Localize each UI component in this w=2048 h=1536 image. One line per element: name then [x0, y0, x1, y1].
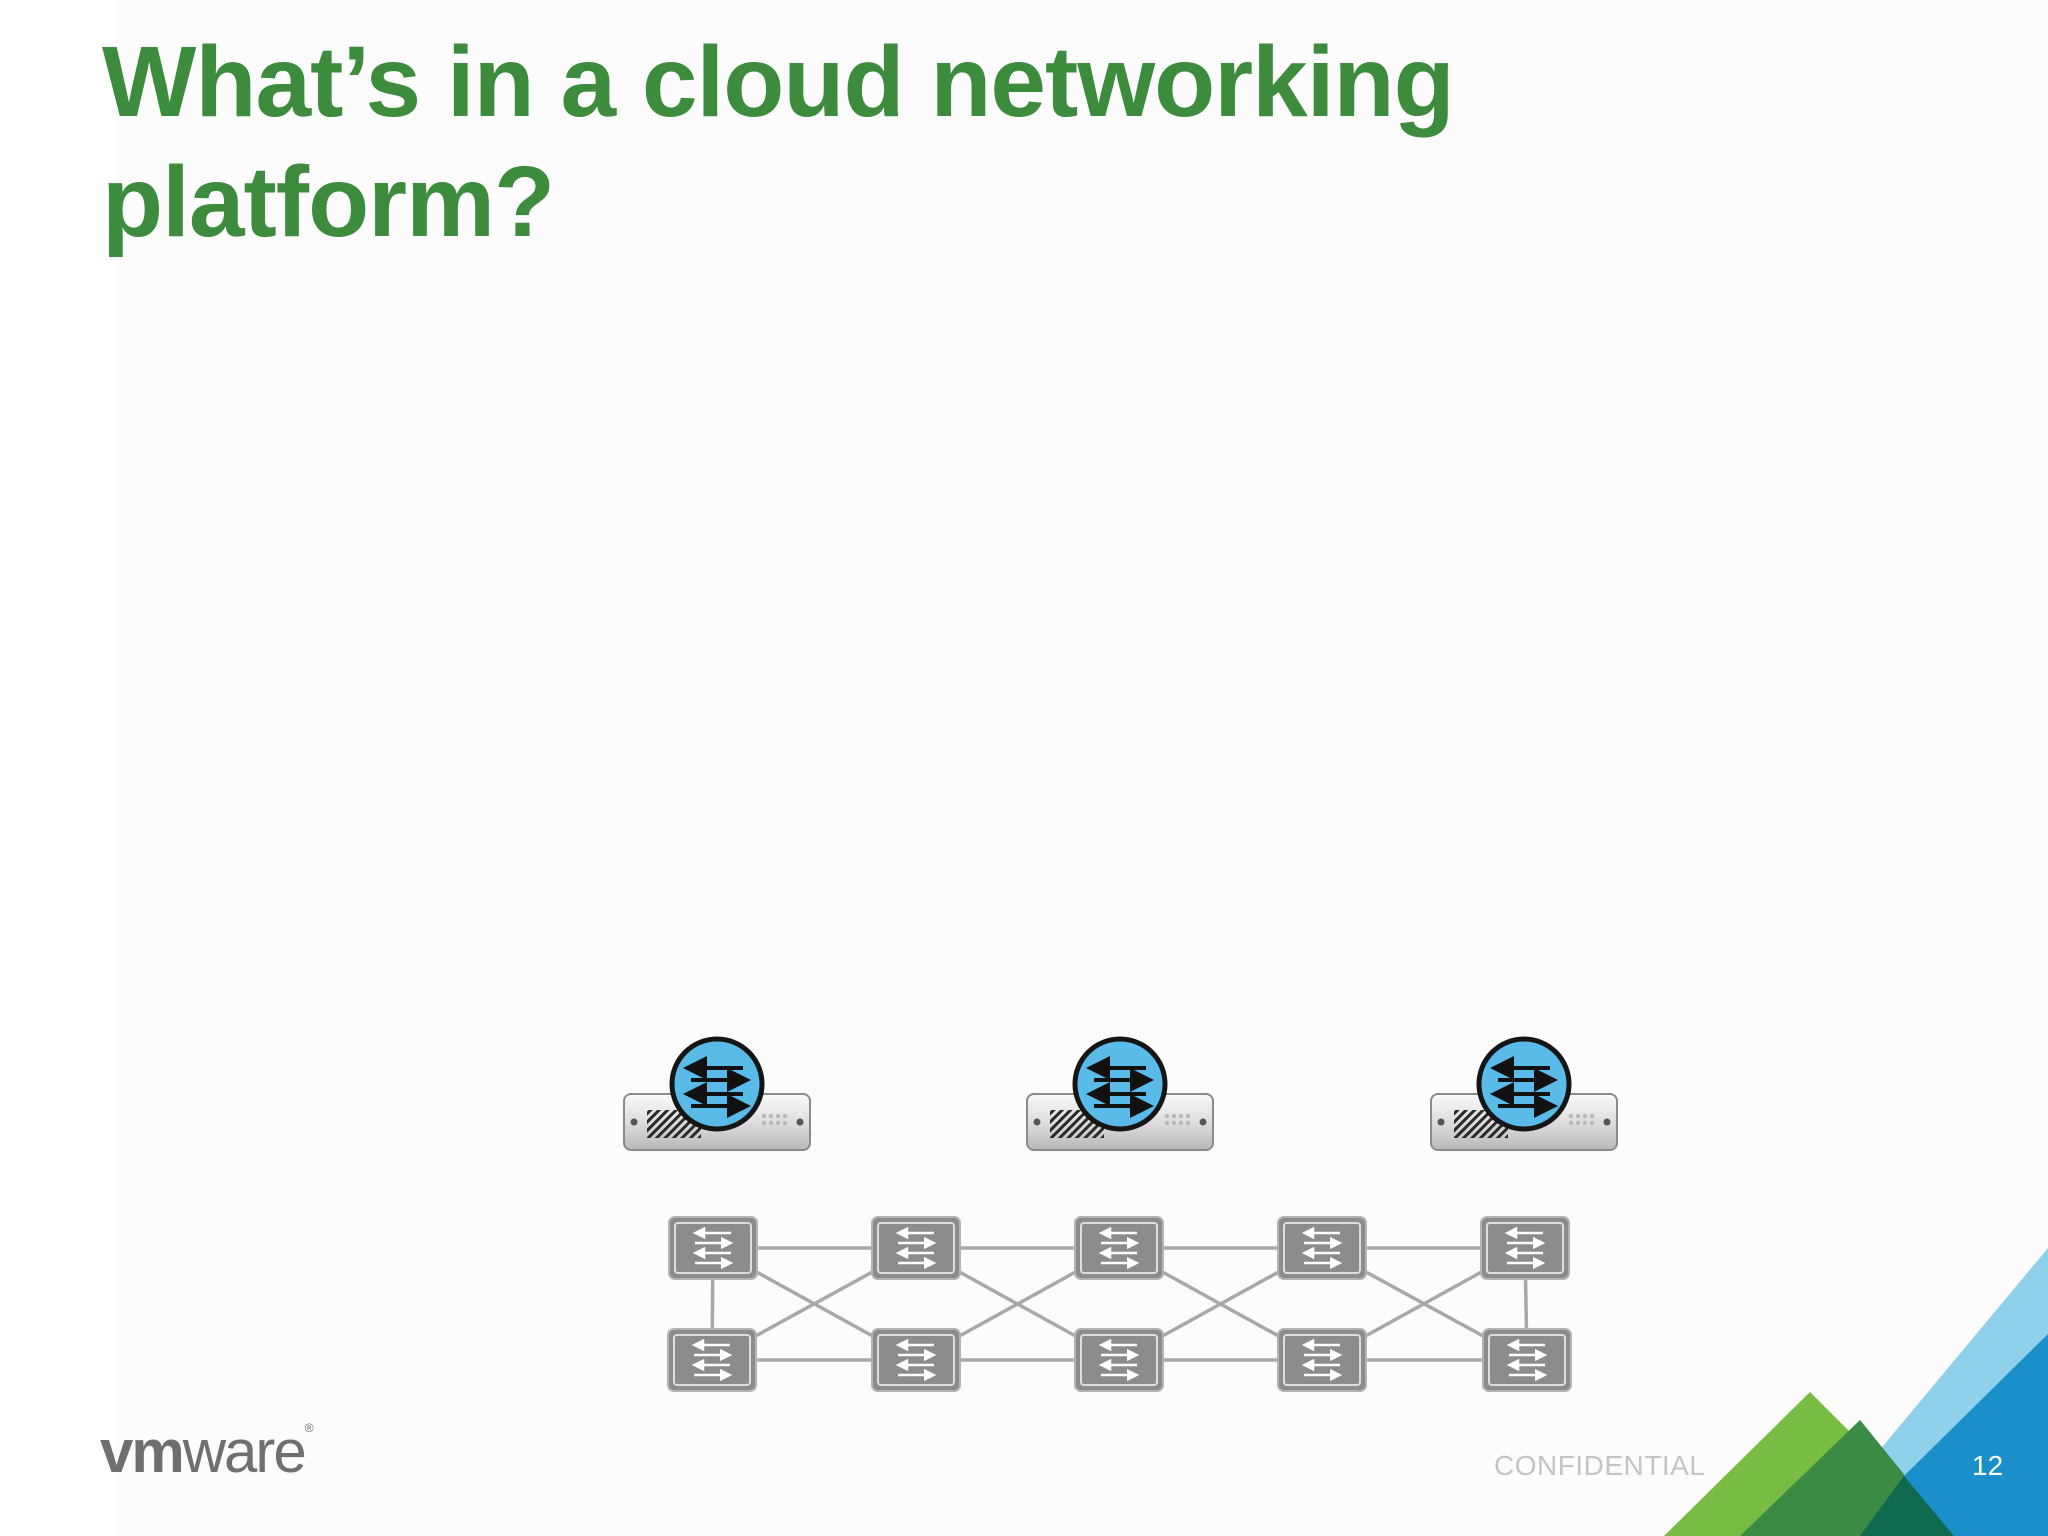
switch-icon — [1075, 1217, 1163, 1279]
switch-icon — [668, 1329, 756, 1391]
switch-icon — [872, 1217, 960, 1279]
slide-page-number: 12 — [1972, 1450, 2004, 1481]
switch-bottom-2 — [872, 1329, 960, 1391]
confidential-label: CONFIDENTIAL — [1494, 1450, 1706, 1481]
switch-top-1 — [669, 1217, 757, 1279]
switch-top-4 — [1278, 1217, 1366, 1279]
switch-icon — [1278, 1329, 1366, 1391]
switch-top-2 — [872, 1217, 960, 1279]
switch-icon — [1483, 1329, 1571, 1391]
switch-bottom-5 — [1483, 1329, 1571, 1391]
switch-top-5 — [1481, 1217, 1569, 1279]
switch-top-3 — [1075, 1217, 1163, 1279]
router-icon — [1027, 1039, 1213, 1150]
router-icon — [624, 1039, 810, 1150]
router-3 — [1431, 1039, 1617, 1150]
switch-bottom-3 — [1075, 1329, 1163, 1391]
slide-title-line-2: platform? — [102, 146, 555, 258]
switch-bottom-4 — [1278, 1329, 1366, 1391]
logo-registered-mark: ® — [304, 1421, 314, 1435]
logo-ware: ware — [182, 1418, 307, 1485]
corner-triangles-decoration — [1664, 1248, 2048, 1536]
logo-vm: vm — [100, 1418, 185, 1485]
switch-icon — [1278, 1217, 1366, 1279]
router-1 — [624, 1039, 810, 1150]
switch-icon — [872, 1329, 960, 1391]
switch-icon — [1075, 1329, 1163, 1391]
switch-bottom-1 — [668, 1329, 756, 1391]
slide-left-margin — [0, 0, 115, 1536]
router-icon — [1431, 1039, 1617, 1150]
router-2 — [1027, 1039, 1213, 1150]
vmware-logo: vmware® — [100, 1422, 314, 1482]
switch-icon — [669, 1217, 757, 1279]
slide-title-line-1: What’s in a cloud networking — [102, 26, 1455, 138]
switch-icon — [1481, 1217, 1569, 1279]
slide-title: What’s in a cloud networking platform? — [102, 22, 1602, 262]
